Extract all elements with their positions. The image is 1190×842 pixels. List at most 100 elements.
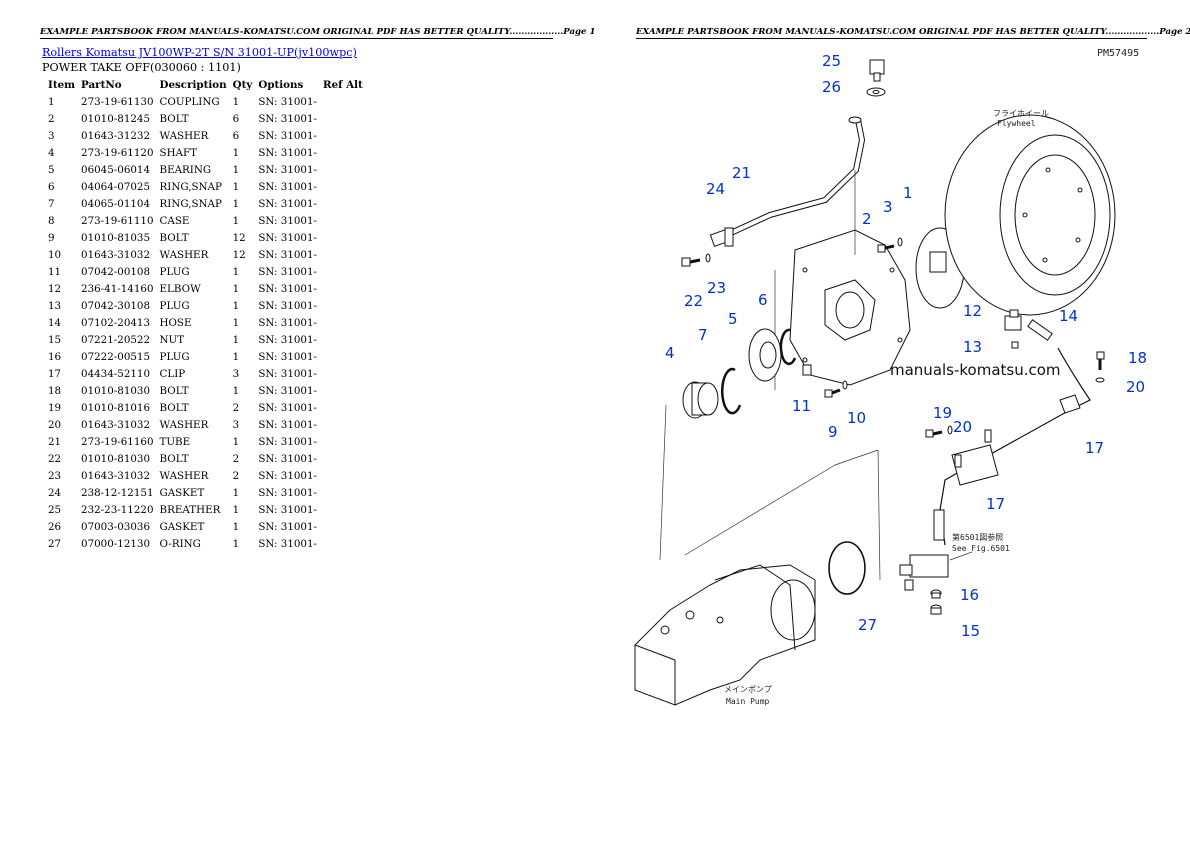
part-number: 01010-81016	[81, 401, 151, 414]
item-number: 24	[48, 486, 62, 499]
part-options: SN: 31001-	[258, 367, 318, 380]
part-number: 01010-81245	[81, 112, 151, 125]
part-options: SN: 31001-	[258, 95, 318, 108]
part-ref-alt	[320, 263, 366, 280]
part-qty: 1	[232, 486, 240, 499]
part-ref-alt	[320, 501, 366, 518]
item-number: 7	[48, 197, 55, 210]
callout-13: 13	[963, 338, 982, 356]
callout-16: 16	[960, 586, 979, 604]
callout-3: 3	[883, 198, 893, 216]
part-number: 232-23-11220	[81, 503, 154, 516]
part-description: O-RING	[159, 537, 201, 550]
part-number: 07102-20413	[81, 316, 151, 329]
item-number: 10	[48, 248, 62, 261]
part-qty: 1	[232, 537, 240, 550]
part-description: SHAFT	[159, 146, 197, 159]
part-qty: 1	[232, 197, 240, 210]
part-ref-alt	[320, 127, 366, 144]
part-description: BOLT	[159, 384, 189, 397]
part-ref-alt	[320, 229, 366, 246]
part-qty: 2	[232, 401, 240, 414]
part-ref-alt	[320, 178, 366, 195]
part-options: SN: 31001-	[258, 316, 318, 329]
part-qty: 2	[232, 452, 240, 465]
part-ref-alt	[320, 195, 366, 212]
part-ref-alt	[320, 399, 366, 416]
item-number: 12	[48, 282, 62, 295]
part-number: 07221-20522	[81, 333, 151, 346]
item-number: 8	[48, 214, 55, 227]
callout-2: 2	[862, 210, 872, 228]
item-number: 23	[48, 469, 62, 482]
part-options: SN: 31001-	[258, 163, 318, 176]
part-number: 07042-30108	[81, 299, 151, 312]
column-header: Description	[159, 78, 227, 91]
part-description: RING,SNAP	[159, 197, 222, 210]
flywheel-jp-label: フライホイール	[993, 109, 1049, 118]
part-qty: 12	[232, 248, 246, 261]
part-description: BOLT	[159, 112, 189, 125]
hose-end-fitting	[899, 509, 949, 591]
part-description: BOLT	[159, 401, 189, 414]
part-description: BOLT	[159, 231, 189, 244]
part-ref-alt	[320, 297, 366, 314]
o-ring-27	[828, 541, 866, 595]
part-ref-alt	[320, 93, 366, 110]
flywheel-part	[944, 114, 1116, 316]
flywheel-en-label: Flywheel	[997, 119, 1036, 128]
plug-11	[802, 364, 812, 376]
part-options: SN: 31001-	[258, 435, 318, 448]
exploded-parts-diagram: PM57495	[634, 48, 1147, 706]
part-options: SN: 31001-	[258, 333, 318, 346]
part-number: 04434-52110	[81, 367, 151, 380]
item-number: 26	[48, 520, 62, 533]
part-number: 273-19-61120	[81, 146, 154, 159]
case-plate	[774, 170, 911, 390]
bolt-washer-right	[1095, 351, 1105, 383]
part-number: 236-41-14160	[81, 282, 154, 295]
part-description: CLIP	[159, 367, 186, 380]
part-description: GASKET	[159, 520, 205, 533]
callout-23: 23	[707, 279, 726, 297]
model-title-link[interactable]: Rollers Komatsu JV100WP-2T S/N 31001-UP(…	[42, 46, 357, 59]
part-ref-alt	[320, 365, 366, 382]
part-ref-alt	[320, 484, 366, 501]
part-qty: 1	[232, 214, 240, 227]
part-description: NUT	[159, 333, 185, 346]
part-options: SN: 31001-	[258, 350, 318, 363]
callout-6: 6	[758, 291, 768, 309]
part-qty: 2	[232, 469, 240, 482]
part-number: 01643-31232	[81, 129, 151, 142]
item-number: 17	[48, 367, 62, 380]
clip-17-right	[1059, 394, 1081, 414]
callout-10: 10	[847, 409, 866, 427]
part-number: 273-19-61160	[81, 435, 154, 448]
part-ref-alt	[320, 280, 366, 297]
part-options: SN: 31001-	[258, 231, 318, 244]
item-number: 21	[48, 435, 62, 448]
part-ref-alt	[320, 535, 366, 552]
nut-15	[930, 604, 942, 615]
item-number: 20	[48, 418, 62, 431]
part-ref-alt	[320, 161, 366, 178]
part-qty: 12	[232, 231, 246, 244]
main-pump	[634, 564, 816, 706]
part-ref-alt	[320, 382, 366, 399]
bolt-washer-left	[681, 253, 711, 267]
item-number: 5	[48, 163, 55, 176]
bolt-washer-coupling	[877, 237, 903, 253]
clip-17-bracket	[951, 429, 999, 486]
part-options: SN: 31001-	[258, 503, 318, 516]
part-qty: 1	[232, 333, 240, 346]
